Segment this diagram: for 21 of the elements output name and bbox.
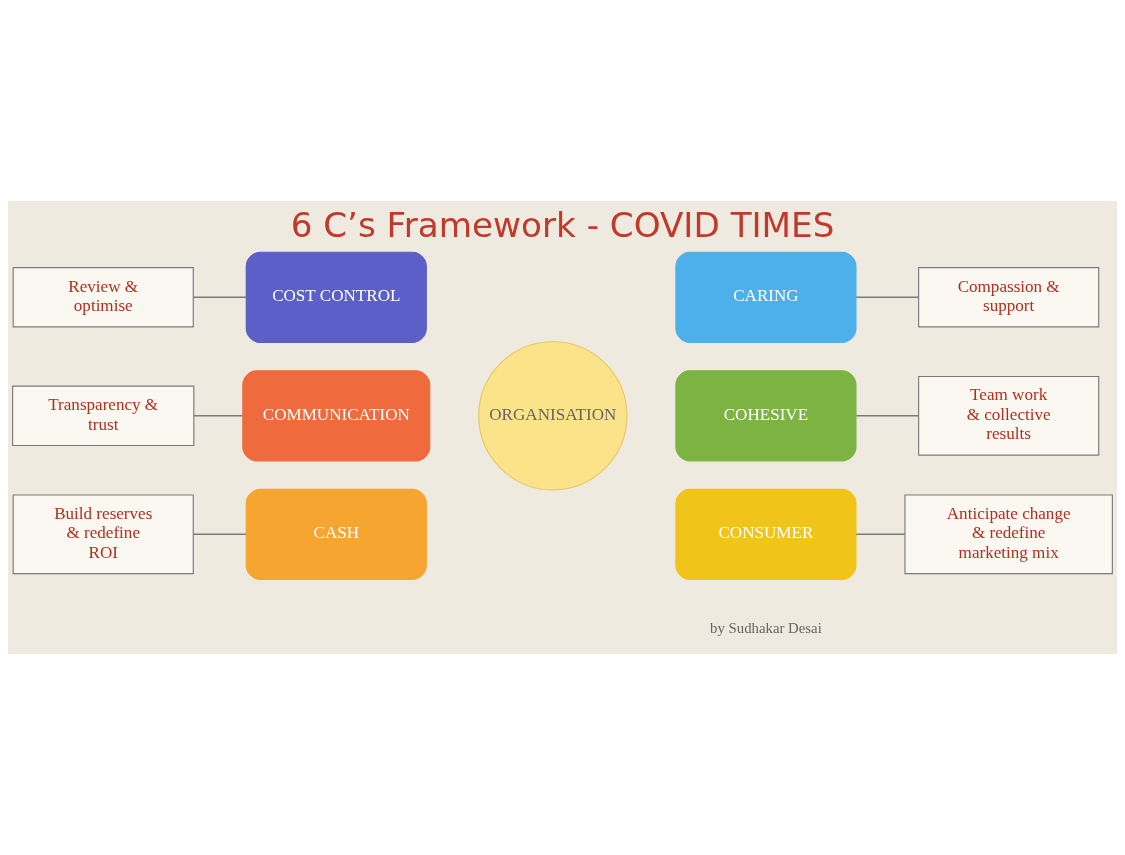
diagram-title: 6 C’s Framework - COVID TIMES: [290, 205, 835, 246]
connector: [855, 415, 920, 417]
connector: [192, 533, 247, 536]
node-box: CARING: [675, 251, 857, 343]
connector: [192, 296, 247, 299]
node-box: Transparency & trust: [12, 385, 195, 446]
node-circle: ORGANISATION: [478, 341, 628, 491]
node-box: CASH: [245, 488, 427, 580]
node-box: CONSUMER: [675, 488, 857, 580]
node-box: COMMUNICATION: [242, 370, 431, 462]
node-box: Review & optimise: [12, 267, 194, 328]
node-box: Anticipate change & redefine marketing mix: [904, 494, 1113, 575]
connector: [855, 533, 906, 536]
node-box: COHESIVE: [675, 370, 857, 462]
connector: [193, 415, 244, 417]
node-box: Team work & collective results: [918, 375, 1100, 456]
connector: [855, 296, 920, 299]
caption: by Sudhakar Desai: [710, 619, 822, 636]
node-box: COST CONTROL: [245, 251, 427, 343]
node-box: Build reserves & redefine ROI: [12, 494, 194, 575]
node-box: Compassion & support: [918, 267, 1100, 328]
